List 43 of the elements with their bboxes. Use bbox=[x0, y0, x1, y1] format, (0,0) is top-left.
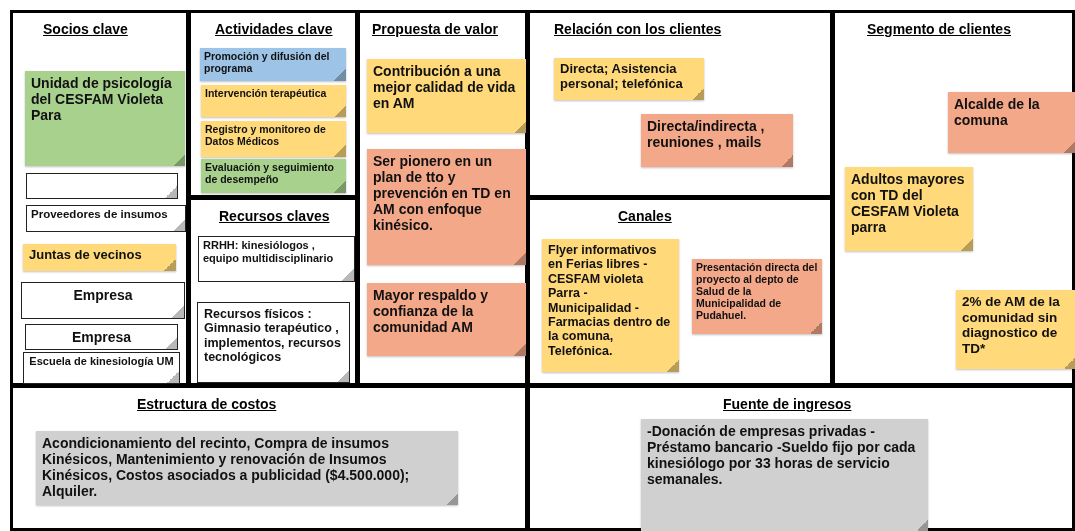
sticky-note: Recursos físicos : Gimnasio terapéutico , implementos, recursos tecnológicos bbox=[197, 302, 350, 383]
sticky-note: -Donación de empresas privadas -Préstamo bancario -Sueldo fijo por cada kinesiólogo por 33 horas de servicio semanales. bbox=[641, 419, 928, 531]
canvas-section bbox=[527, 10, 833, 198]
sticky-note: Alcalde de la comuna bbox=[948, 92, 1075, 153]
section-heading: Socios clave bbox=[43, 20, 128, 39]
section-heading: Fuente de ingresos bbox=[723, 395, 852, 414]
sticky-note: Escuela de kinesiología UM bbox=[23, 352, 180, 384]
sticky-note: Promoción y difusión del programa bbox=[200, 48, 346, 81]
section-heading: Relación con los clientes bbox=[554, 20, 722, 39]
section-heading: Propuesta de valor bbox=[372, 20, 499, 39]
sticky-note: Mayor respaldo y confianza de la comunidad AM bbox=[367, 283, 526, 356]
section-heading: Segmento de clientes bbox=[867, 20, 1011, 39]
sticky-note: Flyer informativos en Ferias libres - CESFAM violeta Parra - Municipalidad - Farmacias dentro de la comuna, Telefónica. bbox=[542, 239, 679, 372]
sticky-note: Registro y monitoreo de Datos Médicos bbox=[201, 121, 346, 157]
sticky-note: Acondicionamiento del recinto, Compra de insumos Kinésicos, Mantenimiento y renovación de Insumos Kinésicos, Costos asociados a publicidad ($4.500.000); Alquiler. bbox=[36, 431, 458, 505]
section-heading: Canales bbox=[618, 207, 672, 226]
empty-note bbox=[26, 173, 178, 199]
sticky-note: Adultos mayores con TD del CESFAM Violeta parra bbox=[845, 167, 973, 251]
canvas-section bbox=[832, 10, 1075, 386]
canvas-section bbox=[357, 10, 528, 386]
sticky-note: Ser pionero en un plan de tto y prevención en TD en AM con enfoque kinésico. bbox=[367, 149, 526, 265]
canvas-section bbox=[10, 385, 528, 531]
canvas-section bbox=[10, 10, 189, 386]
section-heading: Actividades clave bbox=[215, 20, 333, 39]
section-heading: Recursos claves bbox=[219, 207, 330, 226]
sticky-note: Contribución a una mejor calidad de vida en AM bbox=[367, 59, 526, 133]
sticky-note: Directa/indirecta , reuniones , mails bbox=[641, 114, 793, 167]
sticky-note: Empresa bbox=[25, 324, 178, 350]
sticky-note: Unidad de psicología del CESFAM Violeta Para bbox=[25, 71, 185, 166]
sticky-note: Proveedores de insumos bbox=[26, 205, 186, 232]
sticky-note: Evaluación y seguimiento de desempeño bbox=[201, 159, 346, 193]
canvas-section bbox=[527, 385, 1075, 531]
sticky-note: Empresa bbox=[21, 282, 185, 319]
sticky-note: Directa; Asistencia personal; telefónica bbox=[554, 58, 704, 100]
sticky-note: Juntas de vecinos bbox=[23, 244, 176, 271]
sticky-note: Intervención terapéutica bbox=[201, 85, 346, 117]
canvas-section bbox=[527, 197, 833, 386]
canvas-section bbox=[188, 197, 358, 386]
sticky-note: Presentación directa del proyecto al depto de Salud de la Municipalidad de Pudahuel. bbox=[692, 259, 822, 334]
canvas-section bbox=[188, 10, 358, 198]
section-heading: Estructura de costos bbox=[137, 395, 277, 414]
sticky-note: 2% de AM de la comunidad sin diagnostico de TD* bbox=[956, 290, 1075, 369]
sticky-note: RRHH: kinesiólogos , equipo multidisciplinario bbox=[198, 236, 355, 282]
